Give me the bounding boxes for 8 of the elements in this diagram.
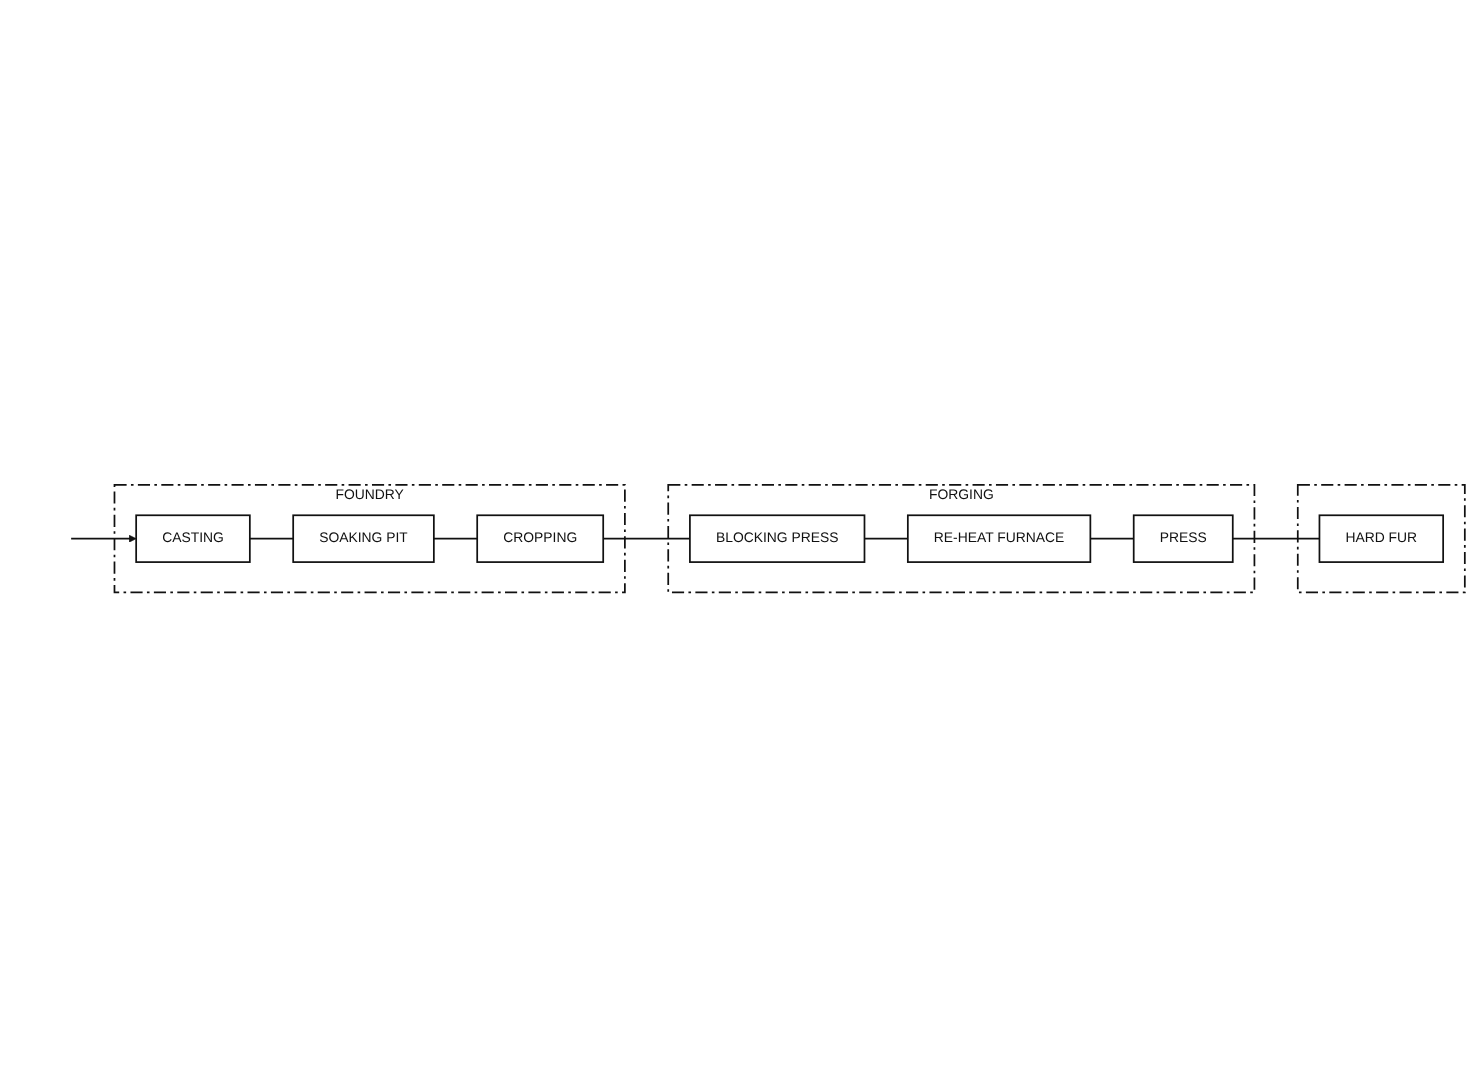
connector: [1231, 538, 1321, 540]
arrow: [70, 535, 137, 543]
cluster: [1296, 484, 1466, 594]
connector: [602, 538, 691, 540]
connector: [433, 538, 479, 540]
connector: [863, 538, 909, 540]
connector: [1089, 538, 1135, 540]
connector: [249, 538, 295, 540]
